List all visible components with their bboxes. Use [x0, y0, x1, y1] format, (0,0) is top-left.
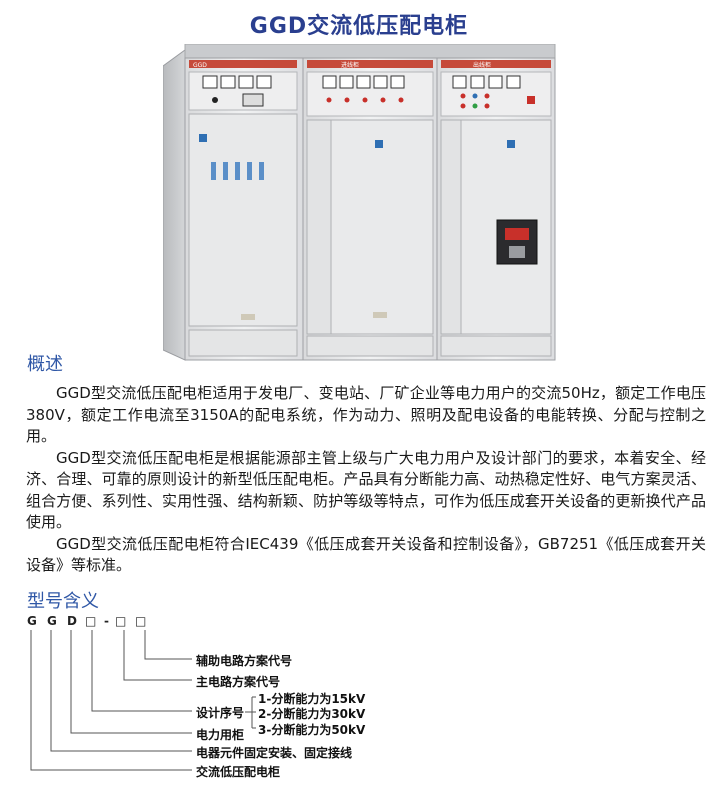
cabinet-1: GGD — [184, 57, 304, 361]
cabinet-tag: 进线柜 — [341, 61, 359, 69]
code-char: G — [27, 614, 37, 628]
cabinet-2: 进线柜 — [302, 57, 438, 361]
overview-text: GGD型交流低压配电柜适用于发电厂、变电站、厂矿企业等电力用户的交流50Hz，额… — [26, 383, 706, 577]
code-char: □ — [85, 614, 97, 628]
cabinet-tag: 出线柜 — [473, 61, 491, 69]
code-char: - — [104, 614, 109, 628]
label-fixed-install: 电器元件固定安装、固定接线 — [196, 746, 353, 760]
paragraph: GGD型交流低压配电柜适用于发电厂、变电站、厂矿企业等电力用户的交流50Hz，额… — [26, 384, 706, 445]
label-option-3: 3-分断能力为50kV — [258, 723, 366, 737]
cabinet-3: 出线柜 — [436, 57, 556, 361]
code-char: G — [47, 614, 57, 628]
label-design-no: 设计序号 — [196, 706, 245, 720]
page-title: GGD交流低压配电柜 — [249, 14, 469, 39]
section-heading-model: 型号含义 — [27, 591, 99, 612]
code-char: □ — [115, 614, 127, 628]
label-power-cabinet: 电力用柜 — [196, 728, 245, 742]
cabinet-tag: GGD — [193, 62, 207, 69]
cabinet-photo: GGD 进线柜 出线柜 — [163, 44, 556, 361]
code-char: □ — [135, 614, 147, 628]
label-ac-switchgear: 交流低压配电柜 — [196, 765, 281, 779]
code-char: D — [67, 614, 77, 628]
label-main-circuit: 主电路方案代号 — [196, 675, 281, 689]
paragraph: GGD型交流低压配电柜是根据能源部主管上级与广大电力用户及设计部门的要求，本着安… — [26, 448, 706, 532]
label-option-2: 2-分断能力为30kV — [258, 707, 366, 721]
label-option-1: 1-分断能力为15kV — [258, 692, 366, 706]
section-heading-overview: 概述 — [27, 354, 63, 375]
label-aux-circuit: 辅助电路方案代号 — [196, 654, 293, 668]
paragraph: GGD型交流低压配电柜符合IEC439《低压成套开关设备和控制设备》，GB725… — [26, 534, 706, 575]
